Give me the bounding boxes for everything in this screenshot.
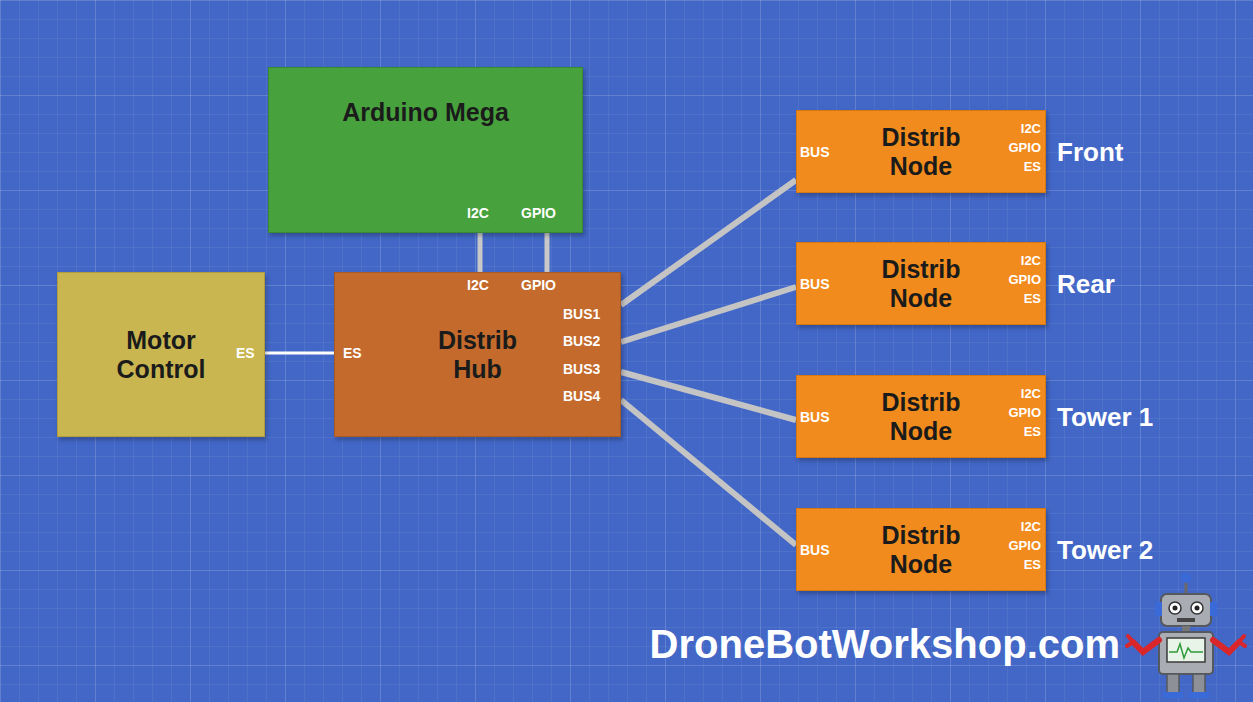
bus-wire (621, 400, 796, 545)
robot-pupil (1173, 606, 1178, 611)
pin-label: ES (1024, 292, 1041, 305)
robot-heartbeat (1169, 644, 1203, 658)
pin-label: I2C (467, 278, 489, 292)
bus-port-label: BUS (800, 277, 830, 291)
pin-label: GPIO (521, 206, 556, 220)
node-title: Distrib Node (866, 521, 976, 579)
pin-label: ES (1024, 425, 1041, 438)
pin-label: I2C (1021, 387, 1041, 400)
watermark: DroneBotWorkshop.com (650, 624, 1120, 664)
node-title: Distrib Node (866, 255, 976, 313)
bus-port-label: BUS2 (563, 334, 600, 348)
robot-eye (1191, 602, 1203, 614)
robot-head (1161, 594, 1211, 626)
node-title: Distrib Hub (423, 326, 533, 384)
robot-claw (1239, 636, 1245, 646)
pin-label: I2C (1021, 254, 1041, 267)
pin-label: GPIO (1008, 273, 1041, 286)
bus-wire (545, 233, 550, 272)
robot-mascot (1125, 572, 1247, 700)
bus-wire (265, 352, 334, 355)
robot-arm (1133, 640, 1159, 652)
pin-label: ES (236, 346, 255, 360)
bus-port-label: BUS3 (563, 362, 600, 376)
robot-screen (1167, 638, 1205, 662)
robot-foot (1189, 692, 1209, 698)
robot-foot (1163, 692, 1183, 698)
pin-label: I2C (1021, 122, 1041, 135)
node-name: Tower 1 (1057, 401, 1153, 432)
robot-antenna-ball (1181, 573, 1191, 583)
hub-box: Distrib Hub (334, 272, 621, 437)
pin-label: GPIO (1008, 539, 1041, 552)
node-title: Distrib Node (866, 123, 976, 181)
robot-eye (1169, 602, 1181, 614)
robot-arm (1213, 640, 1239, 652)
bus-wire (621, 287, 796, 342)
robot-pupil (1195, 606, 1200, 611)
pin-label: GPIO (1008, 406, 1041, 419)
pin-label: I2C (467, 206, 489, 220)
pin-label: GPIO (1008, 141, 1041, 154)
robot-mouth (1177, 618, 1195, 622)
pin-label: I2C (1021, 520, 1041, 533)
bus-port-label: BUS (800, 145, 830, 159)
node-title: Distrib Node (866, 388, 976, 446)
bus-wire (621, 180, 796, 305)
bus-port-label: BUS (800, 543, 830, 557)
robot-body (1159, 632, 1213, 674)
node-name: Tower 2 (1057, 534, 1153, 565)
pin-label: GPIO (521, 278, 556, 292)
bus-wire (478, 233, 483, 272)
node-name: Rear (1057, 268, 1115, 299)
node-title: Motor Control (91, 326, 231, 384)
bus-port-label: BUS (800, 410, 830, 424)
node-title: Arduino Mega (342, 98, 509, 127)
pin-label: ES (1024, 558, 1041, 571)
node-name: Front (1057, 136, 1123, 167)
robot-leg (1193, 674, 1205, 694)
motor-control-box: Motor Control (57, 272, 265, 437)
robot-ear (1155, 602, 1162, 616)
robot-claw (1127, 636, 1133, 646)
bus-port-label: BUS4 (563, 389, 600, 403)
bus-port-label: BUS1 (563, 307, 600, 321)
pin-label: ES (1024, 160, 1041, 173)
robot-ear (1210, 602, 1217, 616)
bus-wire (621, 372, 796, 420)
robot-leg (1167, 674, 1179, 694)
pin-label: ES (343, 346, 362, 360)
